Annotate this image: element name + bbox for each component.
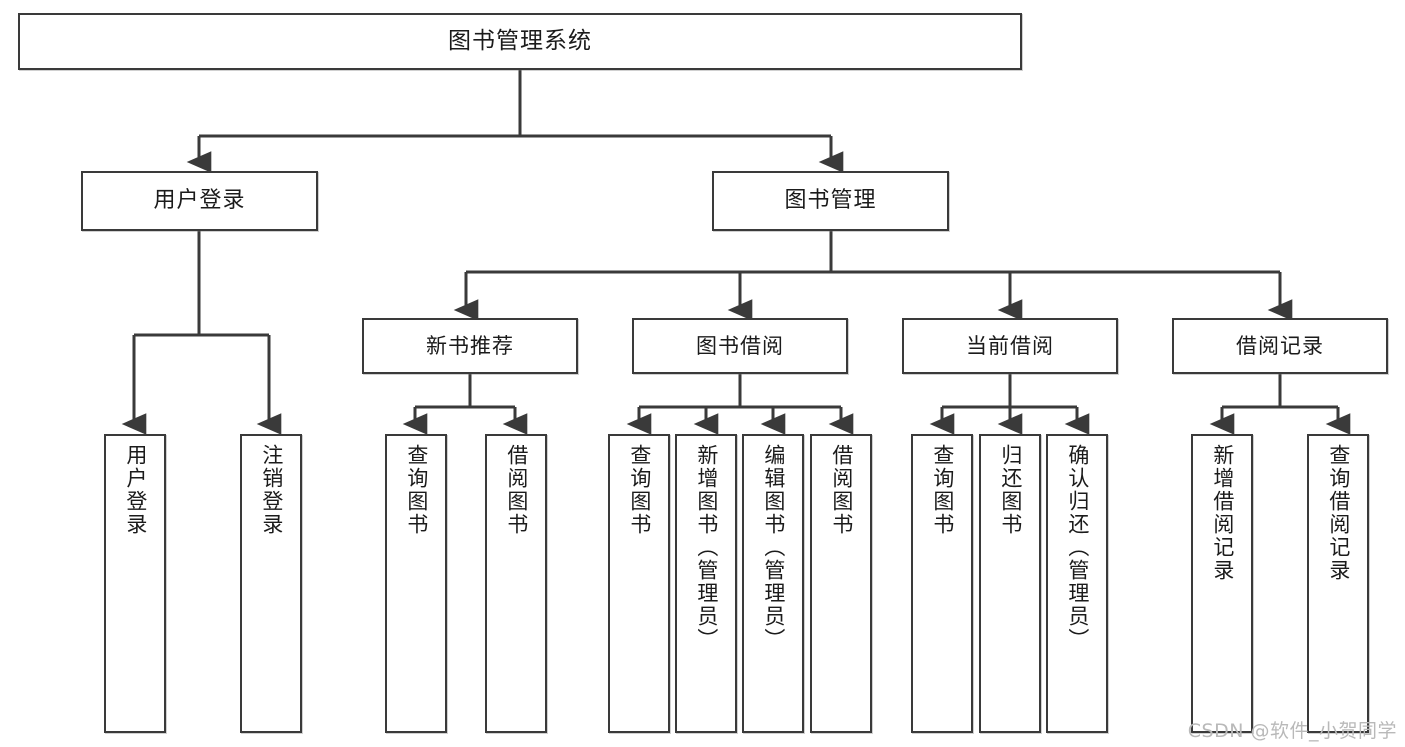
- node-new-book-recommendation[interactable]: 新书推荐: [362, 318, 578, 374]
- leaf-book-borrow-edit-book-admin[interactable]: 编辑图书（管理员）: [742, 434, 804, 733]
- node-label: 借阅图书: [829, 444, 854, 536]
- node-label: 归还图书: [998, 444, 1023, 536]
- node-label: 注销登录: [259, 444, 284, 536]
- node-label: 用户登录: [153, 188, 246, 214]
- leaf-current-borrow-query-book[interactable]: 查询图书: [911, 434, 973, 733]
- leaf-user-login-login[interactable]: 用户登录: [104, 434, 166, 733]
- node-label: 当前借阅: [966, 333, 1054, 358]
- leaf-new-book-query-book[interactable]: 查询图书: [385, 434, 447, 733]
- leaf-book-borrow-borrow-book[interactable]: 借阅图书: [810, 434, 872, 733]
- node-label: 确认归还（管理员）: [1065, 444, 1090, 651]
- node-borrow-record[interactable]: 借阅记录: [1172, 318, 1388, 374]
- node-label: 用户登录: [123, 444, 148, 536]
- leaf-new-book-borrow-book[interactable]: 借阅图书: [485, 434, 547, 733]
- node-label: 查询图书: [404, 444, 429, 536]
- node-label: 新书推荐: [426, 333, 514, 358]
- node-book-borrow[interactable]: 图书借阅: [632, 318, 848, 374]
- node-label: 借阅图书: [504, 444, 529, 536]
- node-label: 查询借阅记录: [1326, 444, 1351, 582]
- node-book-management[interactable]: 图书管理: [712, 171, 949, 231]
- node-label: 图书管理系统: [448, 28, 592, 55]
- leaf-borrow-record-query-record[interactable]: 查询借阅记录: [1307, 434, 1369, 733]
- leaf-book-borrow-query-book[interactable]: 查询图书: [608, 434, 670, 733]
- leaf-borrow-record-add-record[interactable]: 新增借阅记录: [1191, 434, 1253, 733]
- node-user-login[interactable]: 用户登录: [81, 171, 318, 231]
- node-label: 新增借阅记录: [1210, 444, 1235, 582]
- node-root-book-management-system[interactable]: 图书管理系统: [18, 13, 1022, 70]
- node-label: 编辑图书（管理员）: [761, 444, 786, 651]
- leaf-user-login-logout[interactable]: 注销登录: [240, 434, 302, 733]
- leaf-book-borrow-add-book-admin[interactable]: 新增图书（管理员）: [675, 434, 737, 733]
- node-label: 借阅记录: [1236, 333, 1324, 358]
- node-label: 图书管理: [784, 188, 877, 214]
- node-label: 查询图书: [627, 444, 652, 536]
- node-current-borrow[interactable]: 当前借阅: [902, 318, 1118, 374]
- node-label: 查询图书: [930, 444, 955, 536]
- leaf-current-borrow-return-book[interactable]: 归还图书: [979, 434, 1041, 733]
- leaf-current-borrow-confirm-return-admin[interactable]: 确认归还（管理员）: [1046, 434, 1108, 733]
- node-label: 新增图书（管理员）: [694, 444, 719, 651]
- node-label: 图书借阅: [696, 333, 784, 358]
